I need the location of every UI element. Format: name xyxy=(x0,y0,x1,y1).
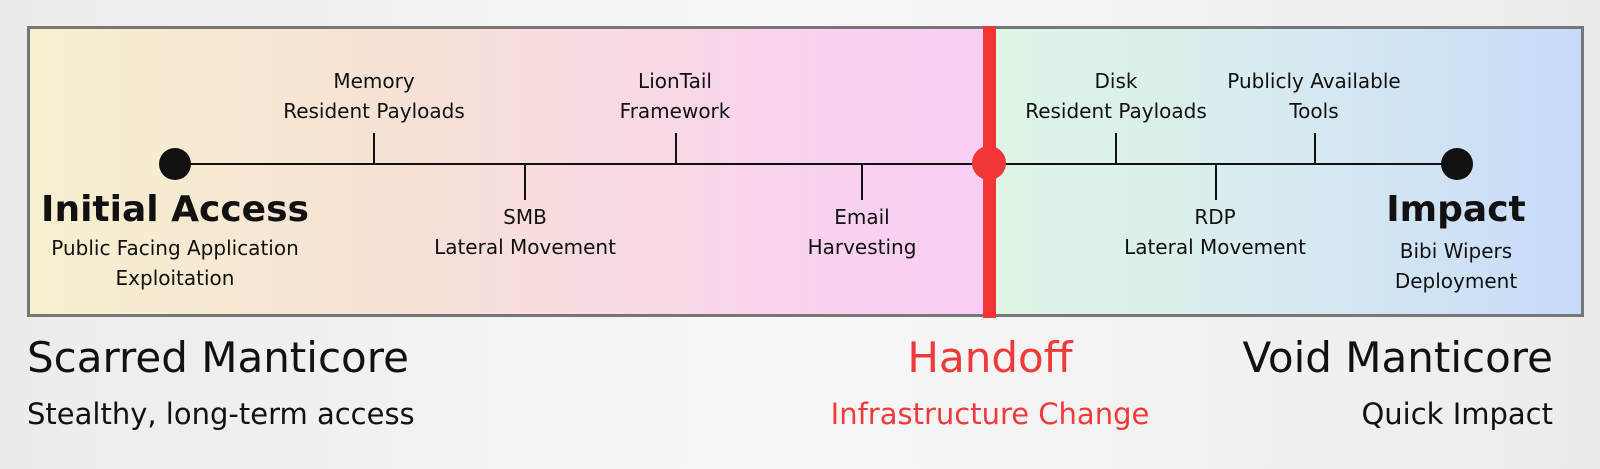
start-title: Initial Access xyxy=(41,189,309,230)
void-manticore-region xyxy=(993,29,1581,314)
left-group-title: Scarred Manticore xyxy=(27,333,409,382)
event-tick-disk xyxy=(1115,133,1117,164)
timeline-axis xyxy=(175,163,1457,165)
end-title: Impact xyxy=(1386,189,1526,230)
scarred-manticore-region xyxy=(30,29,993,314)
left-group-subtitle: Stealthy, long-term access xyxy=(27,397,415,431)
handoff-subtitle: Infrastructure Change xyxy=(830,397,1150,431)
event-tick-liontail xyxy=(675,133,677,164)
event-tick-memory xyxy=(373,133,375,164)
right-group-title: Void Manticore xyxy=(1242,333,1553,382)
event-tick-tools xyxy=(1314,133,1316,164)
start-dot xyxy=(159,148,191,180)
attack-timeline xyxy=(27,26,1584,317)
event-tick-rdp xyxy=(1215,164,1217,200)
event-tick-smb xyxy=(524,164,526,200)
right-group-subtitle: Quick Impact xyxy=(1361,397,1553,431)
handoff-dot xyxy=(972,146,1006,180)
handoff-title: Handoff xyxy=(907,333,1073,382)
event-tick-email xyxy=(861,164,863,200)
end-dot xyxy=(1441,148,1473,180)
